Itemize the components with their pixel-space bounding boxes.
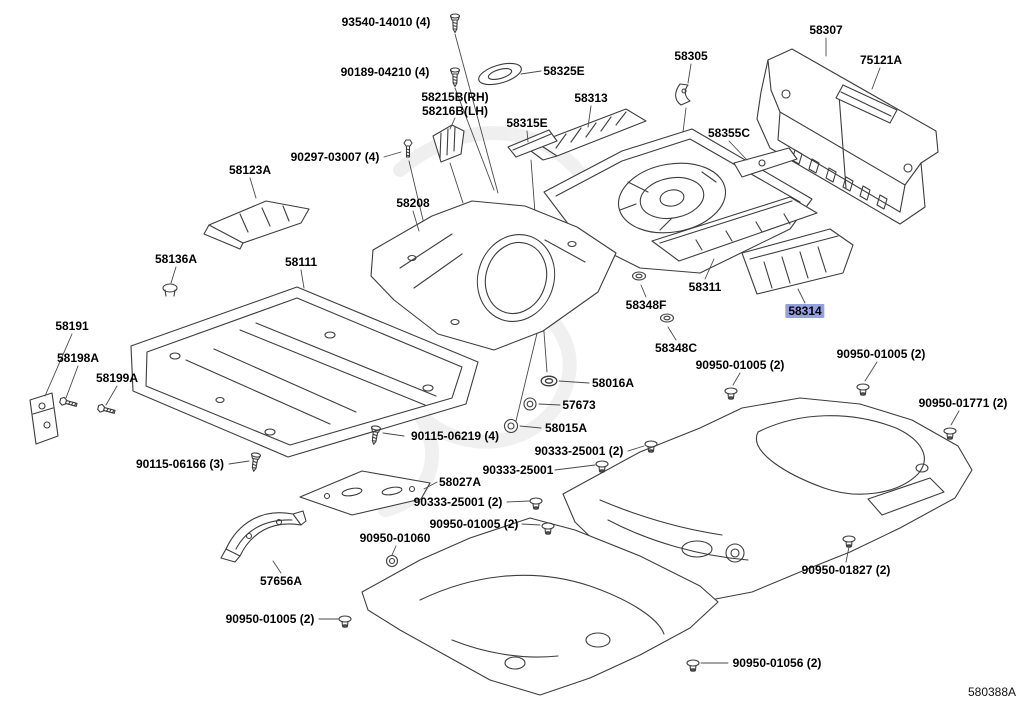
center-floor-pan-58208-art	[370, 200, 617, 351]
bolt-58199A-art	[96, 403, 117, 417]
part-label[interactable]: 90333-25001 (2)	[534, 444, 624, 458]
part-label[interactable]: 93540-14010 (4)	[341, 15, 431, 29]
ring-58016A-icon	[540, 375, 558, 387]
part-label[interactable]: 90189-04210 (4)	[340, 65, 430, 79]
bracket-58314-art	[741, 228, 854, 295]
part-label[interactable]: 58348F	[625, 298, 667, 312]
part-label[interactable]: 58199A	[95, 371, 139, 385]
part-label[interactable]: 58215B(RH)	[421, 90, 489, 104]
part-label[interactable]: 58208	[396, 196, 430, 210]
clamp-58305-art	[675, 83, 691, 106]
plug-90950-01005-c-icon	[724, 387, 738, 400]
back-panel-58307-art	[756, 48, 939, 225]
part-label[interactable]: 58136A	[154, 252, 198, 266]
bracket-58315E-art	[507, 129, 558, 158]
part-label[interactable]: 57673	[562, 398, 596, 412]
part-label[interactable]: 90950-01827 (2)	[801, 563, 891, 577]
part-label[interactable]: 58325E	[543, 64, 585, 78]
clip-90333-c-icon	[529, 497, 543, 510]
screw-93540-icon	[449, 13, 461, 34]
part-label[interactable]: 57656A	[259, 574, 303, 588]
bracket-58191-art	[29, 392, 59, 445]
grommet-58015A-icon	[503, 418, 519, 434]
part-label[interactable]: 90297-03007 (4)	[290, 150, 380, 164]
part-label[interactable]: 90950-01060	[359, 531, 431, 545]
bracket-58325E-art	[478, 62, 522, 86]
part-label[interactable]: 58216B(LH)	[421, 104, 489, 118]
plug-90950-01005-d-icon	[856, 383, 870, 396]
part-label[interactable]: 90950-01005 (2)	[695, 358, 785, 372]
crossmember-58311-art	[651, 196, 818, 262]
part-label[interactable]: 58348C	[654, 341, 698, 355]
part-label[interactable]: 58198A	[56, 351, 100, 365]
grommet-58348C-icon	[659, 313, 675, 323]
clip-58136A-art	[162, 283, 178, 297]
bracket-58027A-art	[299, 470, 431, 516]
part-label[interactable]: 90950-01056 (2)	[732, 656, 822, 670]
part-label[interactable]: 58123A	[228, 163, 272, 177]
part-label[interactable]: 90950-01005 (2)	[429, 517, 519, 531]
part-label[interactable]: 58015A	[544, 421, 588, 435]
bracket-75121A-art	[835, 84, 898, 124]
part-label[interactable]: 75121A	[859, 53, 903, 67]
part-label[interactable]: 58307	[809, 23, 843, 37]
part-label[interactable]: 58355C	[707, 126, 751, 140]
part-label[interactable]: 90333-25001 (2)	[413, 495, 503, 509]
front-floor-pan-58111-art	[130, 286, 479, 458]
part-label[interactable]: 90950-01771 (2)	[918, 396, 1008, 410]
part-label[interactable]: 58016A	[591, 376, 635, 390]
leader-lines	[44, 37, 960, 664]
plug-90950-01056-icon	[686, 659, 700, 672]
part-label[interactable]: 90115-06219 (4)	[410, 429, 500, 443]
floor-silencer-front-art	[361, 517, 719, 696]
screw-90115-06166-icon	[248, 451, 262, 473]
screw-90189-icon	[449, 67, 461, 88]
bracket-58215B-art	[432, 124, 465, 163]
part-label[interactable]: 58311	[688, 280, 722, 294]
bracket-57656A-art	[220, 510, 307, 563]
crossmember-58313-art	[530, 108, 647, 161]
bracket-58123A-art	[203, 200, 310, 250]
diagram-code: 580388A	[967, 685, 1017, 699]
grommet-58348F-icon	[631, 271, 647, 281]
grommet-57673-icon	[523, 397, 537, 411]
part-label[interactable]: 58315E	[506, 116, 548, 130]
part-label[interactable]: 90950-01005 (2)	[225, 612, 315, 626]
part-label[interactable]: 58111	[284, 255, 318, 269]
plug-90950-01005-b-icon	[338, 615, 352, 628]
part-label[interactable]: 58191	[55, 319, 89, 333]
part-label[interactable]: 90333-25001	[482, 463, 554, 477]
bracket-58355C-art	[733, 147, 798, 178]
part-label-selected[interactable]: 58314	[785, 304, 825, 318]
part-label[interactable]: 58313	[574, 91, 608, 105]
part-label[interactable]: 58027A	[438, 475, 482, 489]
bolt-58198A-art	[58, 396, 79, 410]
part-label[interactable]: 90115-06166 (3)	[135, 457, 225, 471]
part-label[interactable]: 58305	[674, 49, 708, 63]
part-label[interactable]: 90950-01005 (2)	[836, 347, 926, 361]
grommet-90950-01060-icon	[385, 554, 399, 568]
plug-90950-01771-icon	[943, 427, 957, 440]
